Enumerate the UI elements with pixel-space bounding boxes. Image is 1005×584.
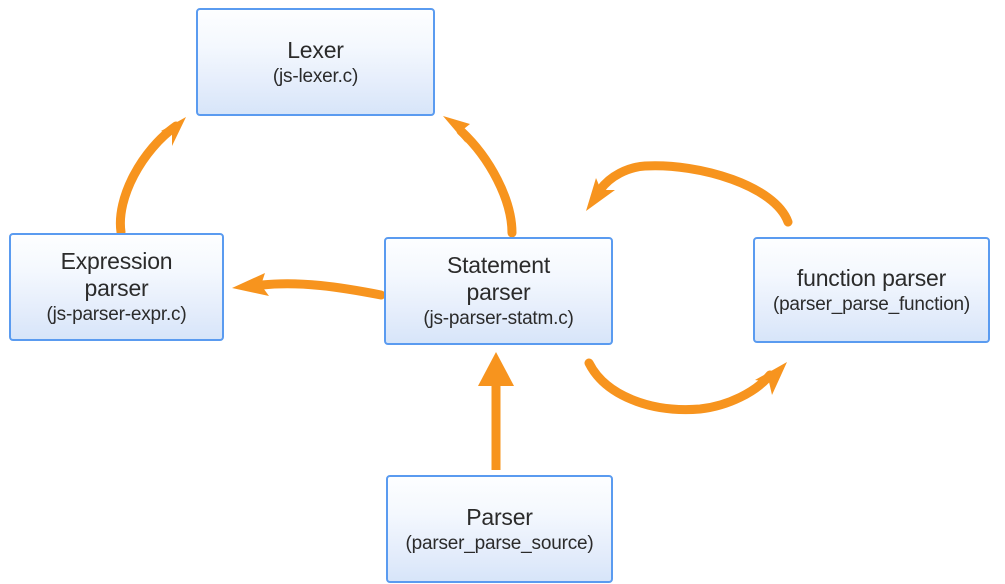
node-function-parser-title: function parser xyxy=(796,264,947,291)
edge-statement-to-expression xyxy=(232,273,386,300)
node-statement-parser[interactable]: Statement parser (js-parser-statm.c) xyxy=(384,237,613,345)
node-lexer-subtitle: (js-lexer.c) xyxy=(272,65,359,87)
node-parser[interactable]: Parser (parser_parse_source) xyxy=(386,475,613,583)
node-parser-title: Parser xyxy=(466,503,533,530)
edge-expression-to-lexer xyxy=(115,117,186,237)
edge-statement-to-function xyxy=(584,358,787,415)
node-expression-parser-subtitle: (js-parser-expr.c) xyxy=(46,304,187,326)
edge-parser-to-statement xyxy=(478,352,514,470)
node-function-parser[interactable]: function parser (parser_parse_function) xyxy=(753,237,990,343)
node-parser-subtitle: (parser_parse_source) xyxy=(405,532,594,554)
node-statement-parser-title-line2: parser xyxy=(466,278,531,305)
node-function-parser-subtitle: (parser_parse_function) xyxy=(772,293,971,315)
node-lexer[interactable]: Lexer (js-lexer.c) xyxy=(196,8,435,116)
edge-statement-to-lexer xyxy=(443,116,517,238)
node-statement-parser-title-line1: Statement xyxy=(446,251,551,278)
node-statement-parser-subtitle: (js-parser-statm.c) xyxy=(423,308,574,330)
node-expression-parser[interactable]: Expression parser (js-parser-expr.c) xyxy=(9,233,224,341)
edge-function-to-statement xyxy=(586,161,793,227)
node-lexer-title: Lexer xyxy=(287,36,344,63)
node-expression-parser-title-line2: parser xyxy=(84,274,149,301)
node-expression-parser-title-line1: Expression xyxy=(60,247,173,274)
